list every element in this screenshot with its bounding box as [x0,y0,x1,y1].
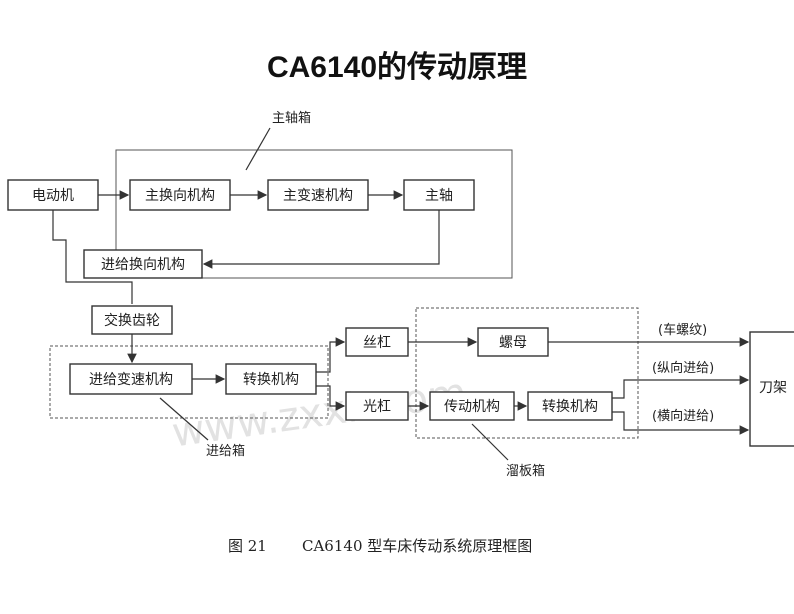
transmission-box: 传动机构 [429,391,515,421]
apron-shifting-box: 转换机构 [527,391,613,421]
spindle-box: 主轴 [403,179,475,211]
figure-number: 图 21 [228,537,267,555]
figure-caption: CA6140 型车床传动系统原理框图 [302,537,532,555]
output-thread-label: (车螺纹) [658,322,707,338]
nut-label: 螺母 [499,335,527,351]
lead-screw-box: 丝杠 [345,327,409,357]
arrow-shifting-to-feed-rod [316,385,346,411]
feed-reversing-label: 进给换向机构 [101,256,185,273]
feed-rod-box: 光杠 [345,391,409,421]
tool-post-box: 刀架 [749,331,794,447]
tool-post-label: 刀架 [759,380,787,396]
arrow-spindle-to-feed-reversing [202,210,440,269]
change-gears-box: 交换齿轮 [91,305,173,335]
line-motor-to-feed-reversing [52,210,133,304]
feed-shifting-label: 转换机构 [243,371,299,388]
spindle-box-leader [245,127,271,171]
feed-shifting-box: 转换机构 [225,363,317,395]
main-reversing-label: 主换向机构 [145,187,215,204]
spindle-label: 主轴 [425,188,453,204]
change-gears-label: 交换齿轮 [104,312,160,329]
feed-rod-label: 光杠 [363,399,391,415]
apron-box-leader [471,423,509,461]
motor-label: 电动机 [32,188,74,204]
output-transverse-label: (横向进给) [652,408,714,424]
output-longitudinal-label: (纵向进给) [652,360,714,376]
feed-speed-change-label: 进给变速机构 [89,372,173,388]
main-speed-change-box: 主变速机构 [267,179,369,211]
feed-box-leader [159,397,209,441]
lead-screw-label: 丝杠 [363,335,391,351]
main-speed-change-label: 主变速机构 [283,188,353,204]
apron-shifting-label: 转换机构 [542,398,598,415]
spindle-box-label: 主轴箱 [272,110,311,126]
nut-box: 螺母 [477,327,549,357]
feed-box-label: 进给箱 [206,443,245,459]
page-title: CA6140的传动原理 [266,51,528,84]
apron-box-outline [415,307,639,439]
motor-box: 电动机 [7,179,99,211]
main-reversing-box: 主换向机构 [129,179,231,211]
apron-box-label: 溜板箱 [506,463,545,479]
spindle-box-outline [115,149,513,279]
transmission-label: 传动机构 [444,399,500,415]
feed-reversing-box: 进给换向机构 [83,249,203,279]
arrow-shifting-to-lead-screw [316,337,346,373]
feed-speed-change-box: 进给变速机构 [69,363,193,395]
arrow-longitudinal-to-tool-post [612,375,750,399]
arrow-transverse-to-tool-post [612,411,750,435]
